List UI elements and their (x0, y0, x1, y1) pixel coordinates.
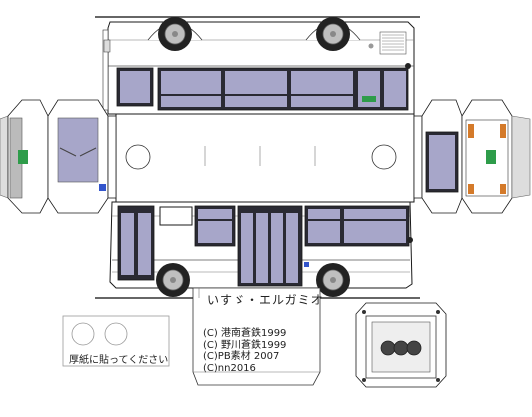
model-title: いすゞ・エルガミオ (207, 293, 324, 307)
rear-face (413, 99, 531, 214)
credit-line: (C)nn2016 (203, 362, 256, 374)
cardstock-instruction: 厚紙に貼ってください (69, 355, 169, 366)
side-panel-top (102, 17, 415, 115)
side-panel-bottom (109, 201, 413, 297)
cardstock-box (62, 315, 170, 367)
credit-line: (C) 港南蒼鉄1999 (203, 328, 287, 339)
front-face (0, 99, 117, 214)
credit-line: (C) 野川蒼鉄1999 (203, 339, 287, 351)
credits-block: (C) 港南蒼鉄1999 (C) 野川蒼鉄1999 (C)PB素材 2007 (… (203, 328, 286, 374)
chassis-net (355, 302, 447, 388)
credit-line: (C)PB素材 2007 (203, 351, 280, 362)
floor-tab (192, 287, 321, 386)
roof-panel (115, 113, 415, 203)
